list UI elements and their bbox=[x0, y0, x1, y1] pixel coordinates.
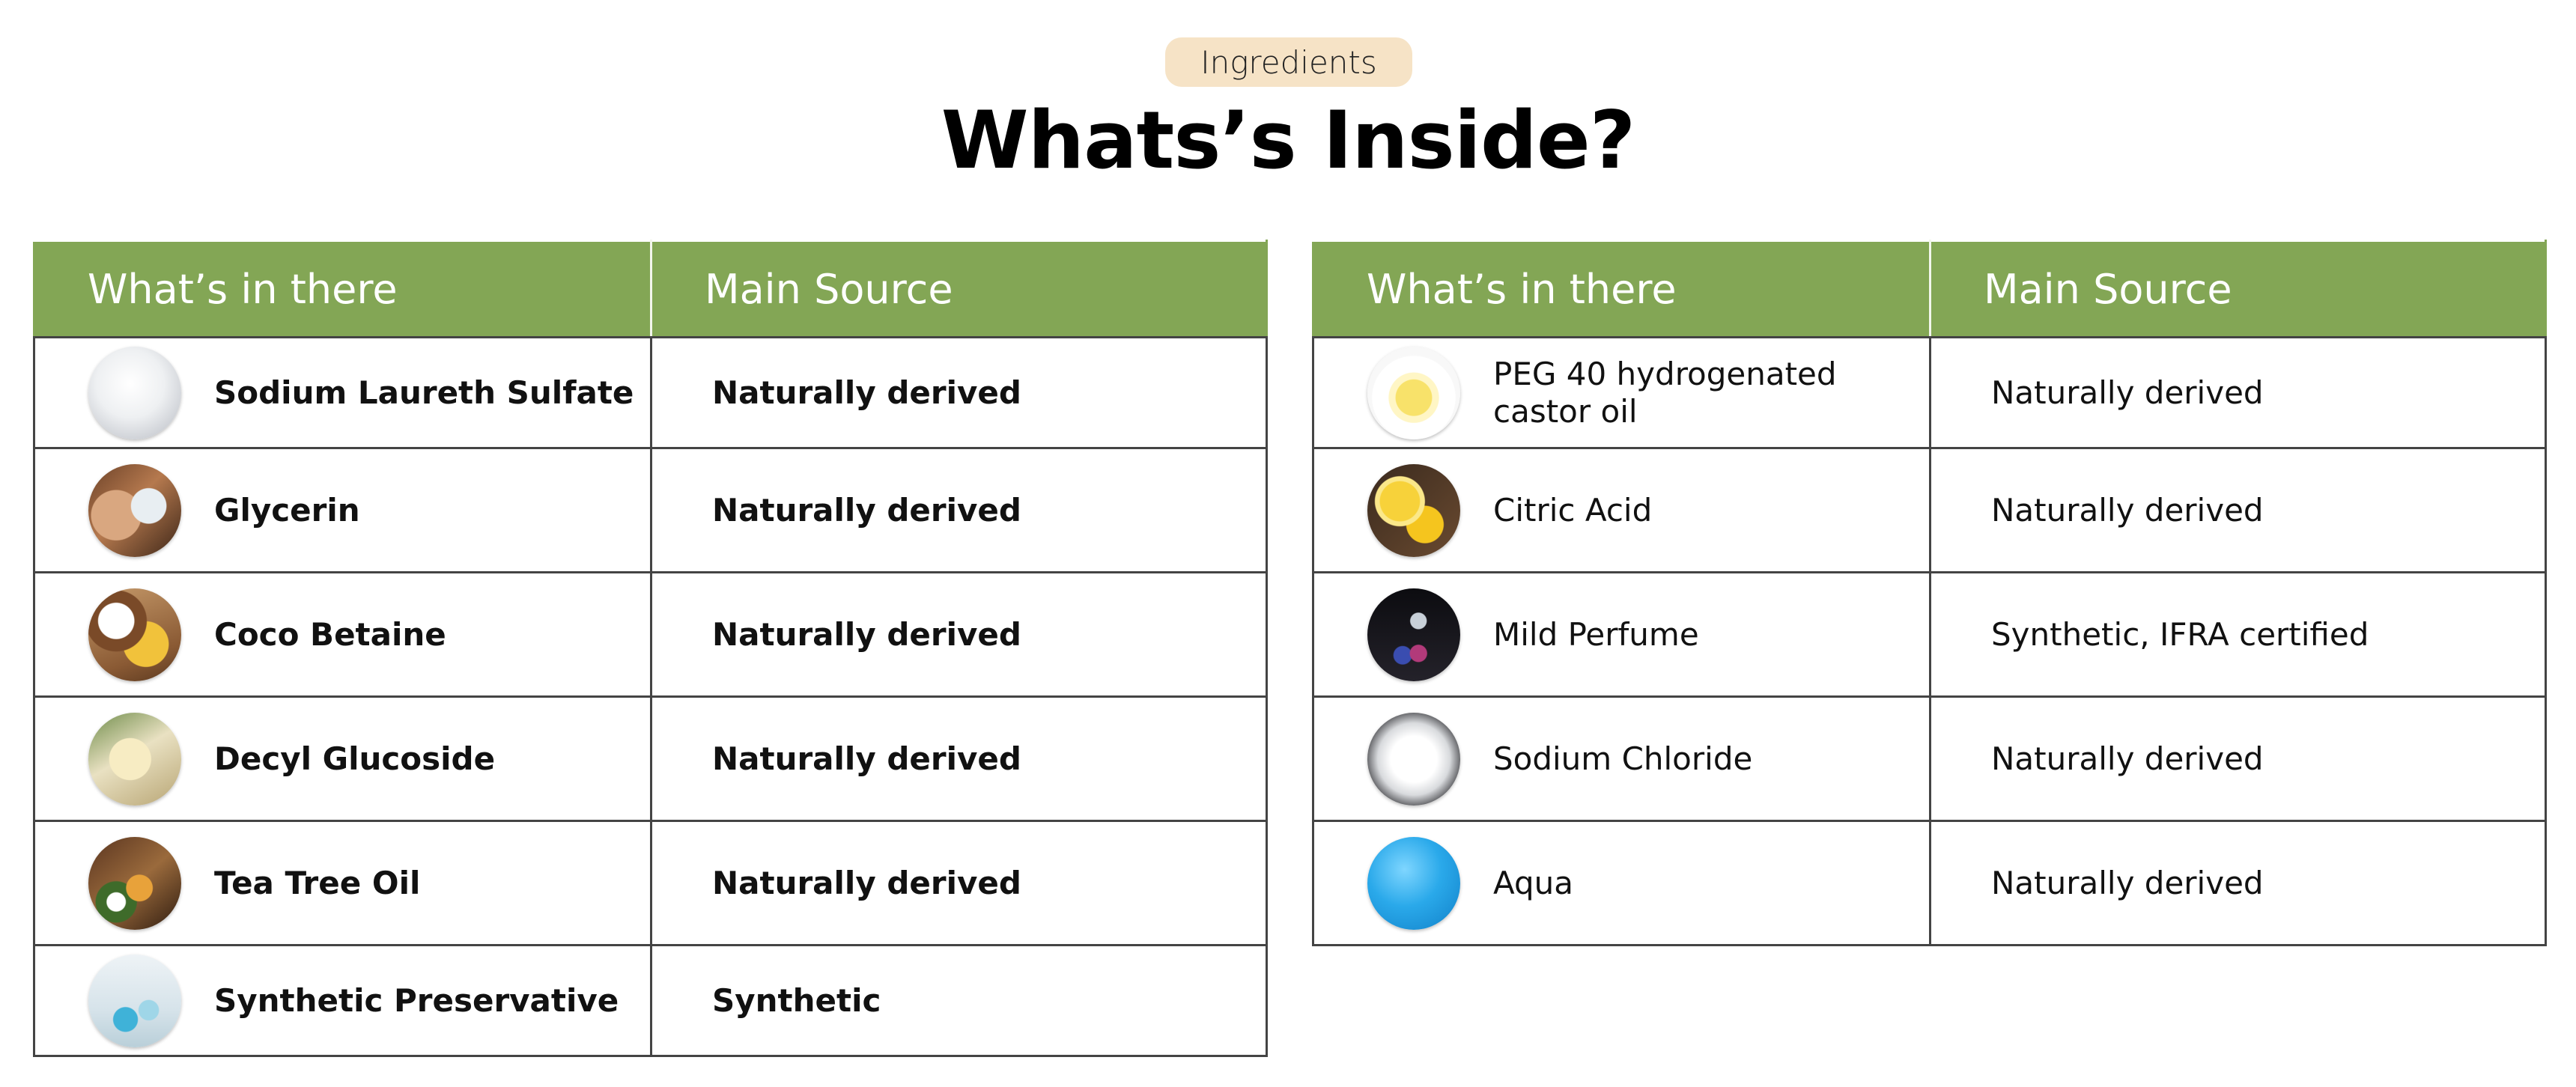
coconut-oil-icon bbox=[88, 588, 181, 681]
column-header-ingredient: What’s in there bbox=[1312, 240, 1931, 338]
ingredient-source: Naturally derived bbox=[650, 695, 1268, 822]
ingredient-name: Tea Tree Oil bbox=[214, 864, 421, 901]
essential-oil-icon bbox=[88, 836, 181, 930]
table-row: Mild Perfume Synthetic, IFRA certified bbox=[1312, 571, 2547, 698]
table-row: Aqua Naturally derived bbox=[1312, 820, 2547, 946]
table-header-row: What’s in there Main Source bbox=[33, 240, 1268, 338]
glycerin-bottle-icon bbox=[88, 463, 181, 557]
perfume-flowers-icon bbox=[1367, 588, 1460, 681]
column-header-source: Main Source bbox=[1929, 240, 2547, 338]
ingredient-source: Naturally derived bbox=[650, 820, 1268, 946]
table-header-row: What’s in there Main Source bbox=[1312, 240, 2547, 338]
ingredient-source: Naturally derived bbox=[1929, 695, 2547, 822]
table-row: Coco Betaine Naturally derived bbox=[33, 571, 1268, 698]
ingredient-source: Naturally derived bbox=[650, 336, 1268, 449]
ingredient-name: Mild Perfume bbox=[1493, 615, 1699, 653]
ingredients-table-left: What’s in there Main Source Sodium Laure… bbox=[33, 240, 1268, 1057]
powder-icon bbox=[88, 346, 181, 439]
table-row: Citric Acid Naturally derived bbox=[1312, 447, 2547, 573]
table-row: Decyl Glucoside Naturally derived bbox=[33, 695, 1268, 822]
ingredient-source: Synthetic, IFRA certified bbox=[1929, 571, 2547, 698]
ingredient-name: PEG 40 hydrogenated castor oil bbox=[1493, 355, 1837, 430]
ingredient-name: Sodium Laureth Sulfate bbox=[214, 374, 634, 411]
ingredient-source: Naturally derived bbox=[650, 447, 1268, 573]
salt-icon bbox=[1367, 712, 1460, 806]
ingredient-source: Naturally derived bbox=[1929, 447, 2547, 573]
table-row: PEG 40 hydrogenated castor oil Naturally… bbox=[1312, 336, 2547, 449]
column-header-ingredient: What’s in there bbox=[33, 240, 652, 338]
lab-glassware-icon bbox=[88, 954, 181, 1047]
ingredient-source: Synthetic bbox=[650, 944, 1268, 1057]
lemon-icon bbox=[1367, 463, 1460, 557]
section-title: Whats’s Inside? bbox=[941, 94, 1636, 186]
ingredients-badge: Ingredients bbox=[1165, 37, 1412, 87]
castor-oil-bowl-icon bbox=[1367, 346, 1460, 439]
ingredient-name: Sodium Chloride bbox=[1493, 740, 1753, 777]
table-row: Sodium Chloride Naturally derived bbox=[1312, 695, 2547, 822]
ingredient-source: Naturally derived bbox=[650, 571, 1268, 698]
ingredient-name: Decyl Glucoside bbox=[214, 740, 496, 777]
ingredient-name: Coco Betaine bbox=[214, 615, 446, 653]
ingredient-source: Naturally derived bbox=[1929, 336, 2547, 449]
ingredient-source: Naturally derived bbox=[1929, 820, 2547, 946]
ingredients-table-right: What’s in there Main Source PEG 40 hydro… bbox=[1312, 240, 2547, 946]
oil-jar-icon bbox=[88, 712, 181, 806]
ingredient-name: Glycerin bbox=[214, 491, 360, 529]
column-header-source: Main Source bbox=[650, 240, 1268, 338]
table-row: Sodium Laureth Sulfate Naturally derived bbox=[33, 336, 1268, 449]
ingredient-name: Citric Acid bbox=[1493, 491, 1653, 529]
table-row: Glycerin Naturally derived bbox=[33, 447, 1268, 573]
ingredient-name: Synthetic Preservative bbox=[214, 981, 619, 1019]
table-row: Tea Tree Oil Naturally derived bbox=[33, 820, 1268, 946]
ingredient-name: Aqua bbox=[1493, 864, 1574, 901]
table-row: Synthetic Preservative Synthetic bbox=[33, 944, 1268, 1057]
water-icon bbox=[1367, 836, 1460, 930]
